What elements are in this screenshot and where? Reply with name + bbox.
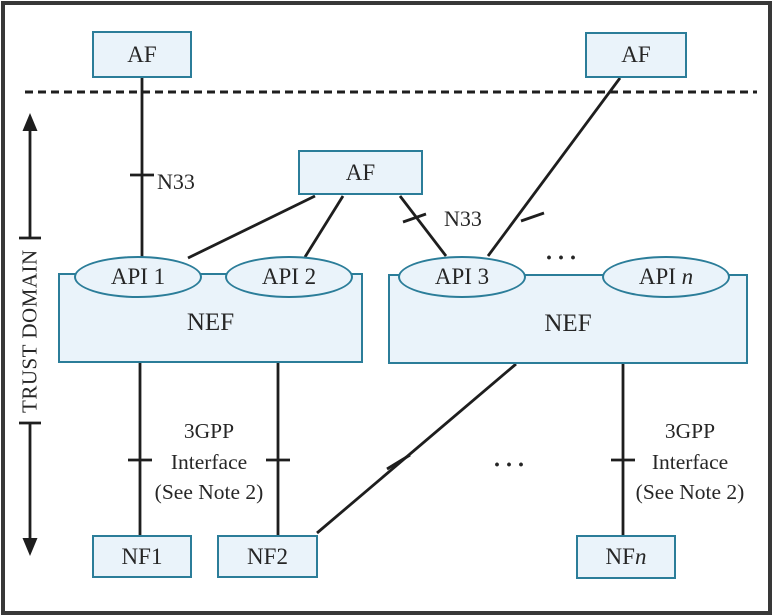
af-box-middle: AF bbox=[298, 150, 423, 195]
api1-ellipse: API 1 bbox=[74, 256, 202, 298]
gpp-left-line1: 3GPP bbox=[183, 419, 235, 443]
apin-ellipse: API n bbox=[602, 256, 730, 298]
line-afmid-api1 bbox=[187, 194, 316, 260]
gpp-interface-label-left: 3GPP Interface (See Note 2) bbox=[155, 416, 264, 508]
nf1-box: NF1 bbox=[92, 535, 192, 578]
gpp-left-line2: Interface bbox=[170, 449, 248, 474]
nf2-box: NF2 bbox=[217, 535, 318, 578]
af-middle-label: AF bbox=[345, 159, 376, 185]
nef-right-label: NEF bbox=[544, 310, 592, 338]
af-top-left-label: AF bbox=[127, 41, 157, 67]
nf-ellipsis: ··· bbox=[492, 452, 530, 479]
nf1-label: NF1 bbox=[121, 543, 163, 569]
nf2-label: NF2 bbox=[247, 543, 288, 569]
apin-label: API n bbox=[638, 264, 694, 289]
line-nefright-nf2 bbox=[316, 362, 517, 535]
tick-nefright-nf2 bbox=[386, 453, 411, 471]
nfn-box: NFn bbox=[576, 535, 676, 579]
tick-n33-right-2 bbox=[520, 211, 545, 223]
gpp-right-line3: (See Note 2) bbox=[635, 480, 745, 504]
api1-label: API 1 bbox=[110, 264, 166, 289]
gpp-right-line1: 3GPP bbox=[664, 419, 716, 443]
trust-arrowhead-down bbox=[22, 538, 38, 556]
api2-label: API 2 bbox=[261, 264, 317, 289]
nef-left-label: NEF bbox=[186, 309, 235, 337]
api3-ellipse: API 3 bbox=[398, 256, 526, 298]
api-ellipsis: ··· bbox=[544, 245, 582, 272]
trust-arrowhead-up bbox=[22, 113, 38, 131]
line-af2-api3 bbox=[486, 77, 622, 257]
gpp-right-line2: Interface bbox=[651, 449, 729, 474]
n33-label-left: N33 bbox=[157, 169, 195, 194]
gpp-interface-label-right: 3GPP Interface (See Note 2) bbox=[636, 416, 745, 508]
n33-label-right: N33 bbox=[444, 206, 482, 231]
api2-ellipse: API 2 bbox=[225, 256, 353, 298]
nfn-label: NFn bbox=[605, 544, 647, 569]
line-afmid-api3 bbox=[398, 195, 448, 257]
af-top-right-label: AF bbox=[621, 42, 651, 67]
gpp-left-line3: (See Note 2) bbox=[154, 480, 264, 504]
api3-label: API 3 bbox=[434, 264, 490, 289]
trust-domain-label: TRUST DOMAIN bbox=[17, 249, 42, 414]
af-box-top-left: AF bbox=[92, 31, 192, 78]
line-afmid-api2 bbox=[303, 195, 345, 258]
af-box-top-right: AF bbox=[585, 32, 687, 78]
tick-n33-right-1 bbox=[402, 212, 427, 224]
